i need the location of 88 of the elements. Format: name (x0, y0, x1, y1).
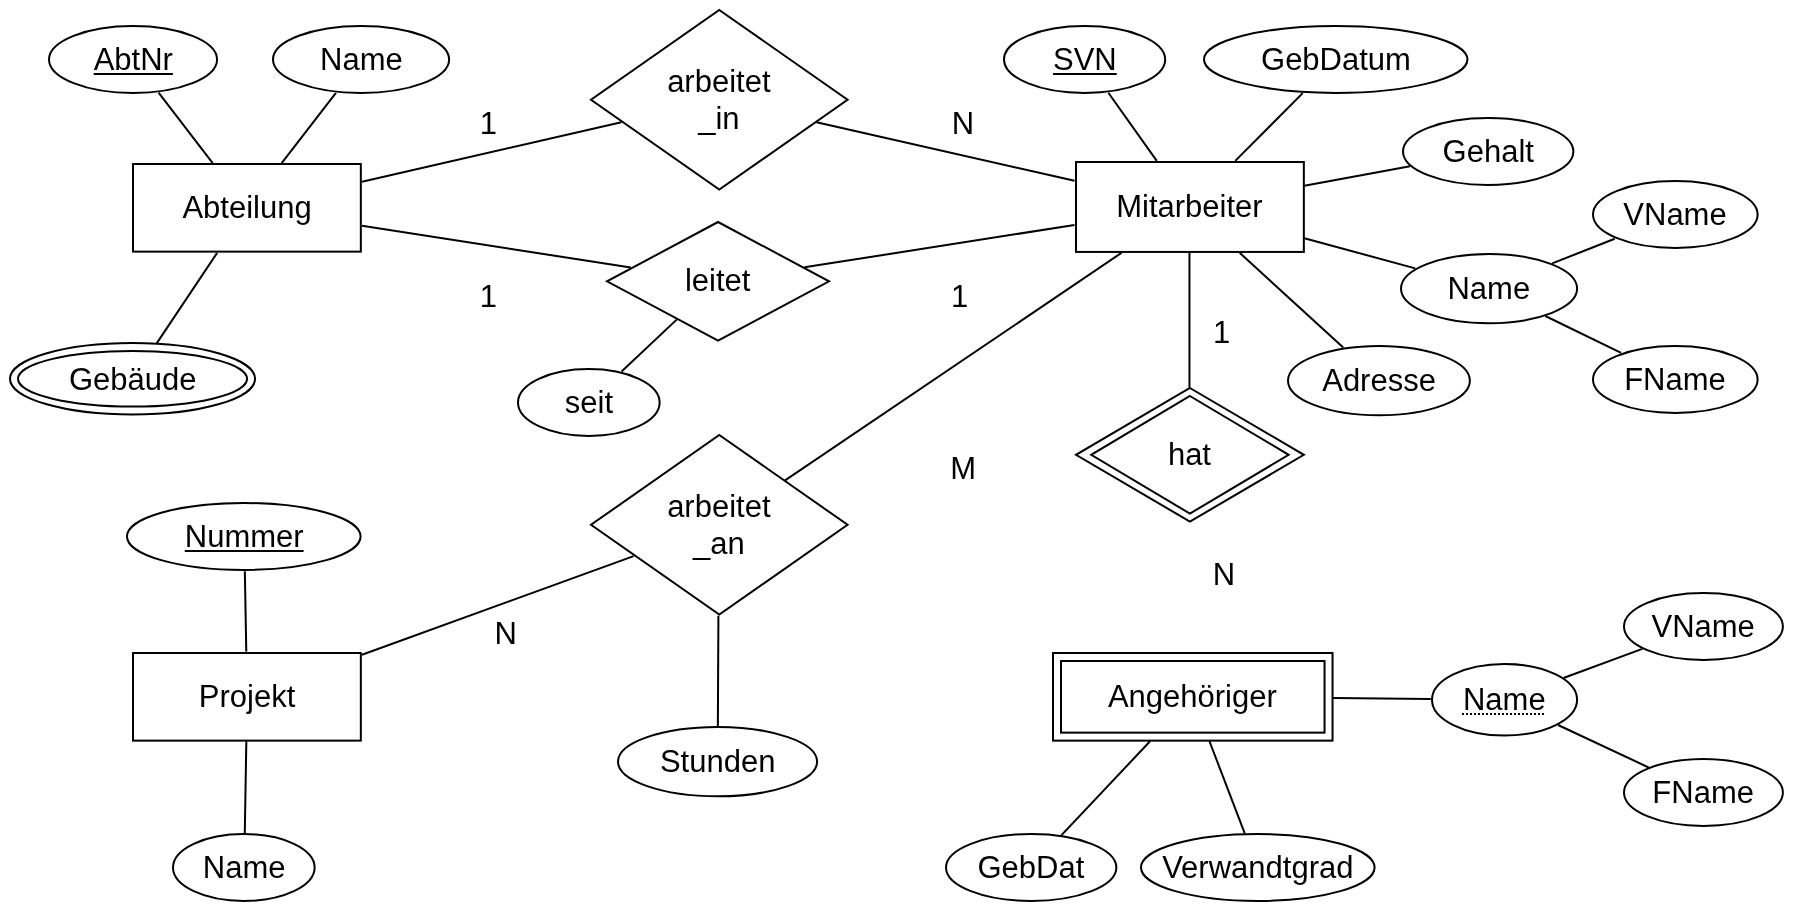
relationship-diamond (589, 434, 849, 616)
attribute-ellipse (172, 833, 316, 903)
attribute-ellipse (48, 25, 219, 95)
attribute-ellipse (1430, 663, 1578, 737)
connector-line (1544, 315, 1623, 354)
cardinality-label: 1 (479, 278, 498, 315)
attribute-name: AbtNr (93, 41, 173, 79)
entity-name: Abteilung (182, 189, 312, 227)
cardinality-label: 1 (479, 106, 498, 143)
relationship-diamond (589, 9, 849, 191)
connector-line (783, 251, 1123, 482)
connector-line (157, 91, 214, 165)
attribute-ellipse (517, 367, 661, 437)
relationship-diamond (1074, 387, 1305, 523)
connector-line (1557, 724, 1650, 769)
connector-line (361, 555, 635, 656)
entity-name: Mitarbeiter (1116, 188, 1263, 226)
relationship-diamond (605, 220, 830, 342)
entity-name: Projekt (198, 677, 296, 715)
attribute-name: FName (1624, 360, 1726, 398)
connector-line (1060, 740, 1152, 837)
connector-line (1208, 740, 1246, 835)
connector-line (815, 121, 1076, 182)
connector-line (803, 223, 1076, 269)
attribute-name: VName (1651, 607, 1755, 645)
connector-line (716, 614, 720, 728)
attribute-name: Name (1463, 681, 1546, 719)
attribute-name: Gehalt (1442, 133, 1534, 171)
attribute-ellipse (1402, 117, 1575, 187)
attribute-name: seit (564, 383, 614, 421)
entity-box (1074, 160, 1305, 253)
attribute-name: Verwandtgrad (1162, 849, 1354, 887)
entity-name: Angehöriger (1107, 677, 1277, 715)
attribute-ellipse (1287, 344, 1471, 416)
attribute-name: Adresse (1322, 361, 1436, 399)
attribute-name: Name (320, 41, 403, 79)
connector-line (1551, 237, 1616, 265)
attribute-name: VName (1623, 196, 1727, 234)
attribute-name: Gebäude (68, 360, 197, 398)
connector-line (1303, 237, 1417, 270)
attribute-name: SVN (1053, 41, 1117, 79)
attribute-name: GebDatum (1261, 41, 1411, 79)
connector-line (361, 121, 623, 183)
cardinality-label: 1 (1213, 315, 1231, 352)
attribute-name: Name (1447, 269, 1531, 308)
attribute-ellipse (1140, 833, 1376, 903)
connector-line (243, 570, 248, 653)
attribute-name: Stunden (659, 743, 776, 781)
weak-entity-box (1051, 651, 1334, 742)
attribute-ellipse (1003, 25, 1167, 95)
attribute-ellipse (1203, 25, 1469, 95)
connector-line (1332, 697, 1432, 701)
relationship-name: leitet (684, 262, 751, 300)
cardinality-label: N (951, 106, 975, 143)
attribute-ellipse (272, 25, 451, 95)
relationship-name: hat (1167, 436, 1211, 474)
attribute-ellipse (1591, 344, 1759, 414)
attribute-ellipse (9, 342, 257, 416)
attribute-ellipse (1622, 591, 1784, 661)
connector-line (1238, 251, 1345, 349)
connector-line (243, 740, 248, 835)
connector-line (1107, 91, 1158, 162)
attribute-name: GebDat (977, 849, 1085, 887)
attribute-ellipse (1399, 252, 1578, 325)
relationship-name: arbeitet _an (666, 488, 772, 563)
connector-line (280, 91, 337, 165)
attribute-name: Nummer (184, 518, 304, 556)
attribute-name: Name (202, 849, 286, 887)
attribute-ellipse (617, 726, 819, 798)
relationship-name: arbeitet _in (666, 62, 772, 138)
connector-line (155, 251, 219, 345)
connector-line (361, 224, 632, 269)
attribute-name: FName (1652, 774, 1754, 812)
attribute-ellipse (944, 833, 1118, 903)
connector-line (1303, 165, 1411, 187)
entity-box (132, 163, 362, 253)
attribute-ellipse (1622, 758, 1784, 828)
connector-line (1234, 92, 1304, 162)
attribute-ellipse (126, 502, 362, 572)
connector-line (1188, 251, 1191, 389)
connector-line (620, 318, 678, 373)
attribute-ellipse (1591, 180, 1759, 250)
cardinality-label: N (494, 616, 517, 653)
entity-box (132, 651, 362, 742)
cardinality-label: 1 (951, 278, 969, 315)
cardinality-label: M (950, 450, 976, 487)
connector-line (1562, 647, 1644, 679)
cardinality-label: N (1212, 556, 1236, 593)
